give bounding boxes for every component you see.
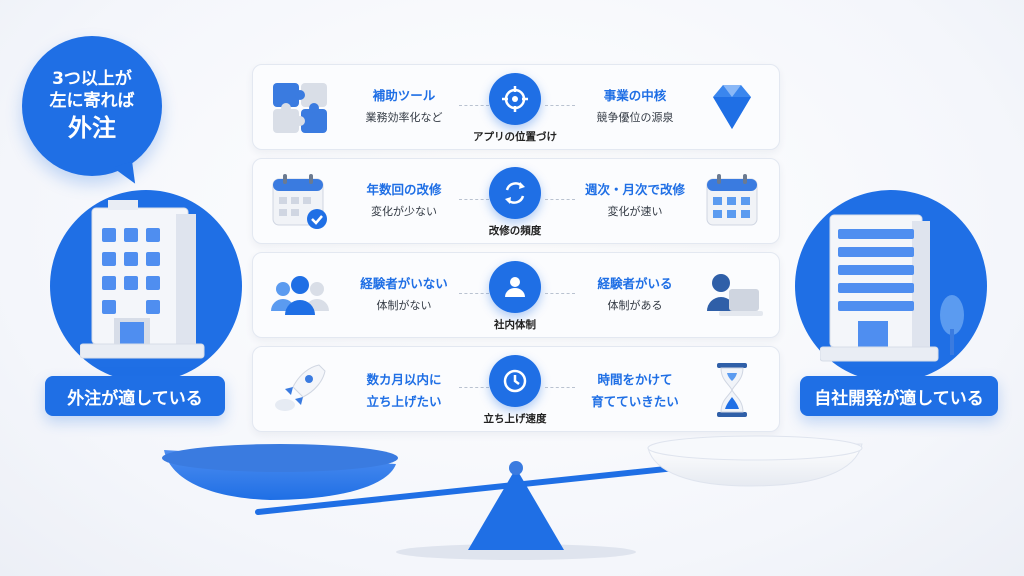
person-icon bbox=[489, 261, 541, 313]
organization-criterion-label: 社内体制 bbox=[494, 319, 536, 331]
rocket-icon bbox=[267, 359, 333, 421]
positioning-right-head: 事業の中核 bbox=[603, 88, 667, 103]
speed-left-sub: 立ち上げたい bbox=[366, 394, 442, 409]
connector-dash bbox=[545, 105, 575, 106]
calendar-icon bbox=[699, 171, 765, 233]
refresh-icon bbox=[489, 167, 541, 219]
person-laptop-icon bbox=[699, 265, 765, 327]
clock-icon bbox=[489, 355, 541, 407]
positioning-left-sub: 業務効率化など bbox=[365, 111, 443, 124]
target-icon bbox=[489, 73, 541, 125]
positioning-left-head: 補助ツール bbox=[372, 88, 436, 103]
bubble-line-2: 左に寄れば bbox=[49, 91, 135, 111]
connector-dash bbox=[459, 293, 489, 294]
frequency-right-head: 週次・月次で改修 bbox=[584, 182, 685, 197]
bubble-line-1: 3つ以上が bbox=[52, 69, 132, 89]
speed-criterion-label: 立ち上げ速度 bbox=[483, 413, 547, 425]
people-group-icon bbox=[267, 265, 333, 327]
puzzle-icon bbox=[267, 77, 333, 139]
diamond-icon bbox=[699, 77, 765, 139]
company-building-icon bbox=[820, 205, 970, 365]
criteria-row-organization: 経験者がいない 体制がない 社内体制 経験者がいる 体制がある bbox=[252, 252, 780, 338]
rule-speech-bubble: 3つ以上が 左に寄れば 外注 bbox=[22, 36, 162, 176]
frequency-right-sub: 変化が速い bbox=[607, 205, 663, 218]
inhouse-suitable-label: 自社開発が適している bbox=[800, 376, 998, 416]
frequency-left-head: 年数回の改修 bbox=[366, 182, 442, 197]
organization-left-head: 経験者がいない bbox=[360, 276, 448, 291]
office-building-icon bbox=[80, 200, 210, 360]
criteria-row-speed: 数カ月以内に 立ち上げたい 立ち上げ速度 時間をかけて 育てていきたい bbox=[252, 346, 780, 432]
bubble-line-3: 外注 bbox=[68, 114, 116, 142]
frequency-left-sub: 変化が少ない bbox=[371, 205, 437, 218]
frequency-criterion-label: 改修の頻度 bbox=[488, 225, 542, 237]
connector-dash bbox=[459, 199, 489, 200]
organization-left-sub: 体制がない bbox=[376, 299, 432, 312]
connector-dash bbox=[459, 387, 489, 388]
connector-dash bbox=[459, 105, 489, 106]
hourglass-icon bbox=[699, 359, 765, 421]
outsource-suitable-label: 外注が適している bbox=[45, 376, 225, 416]
organization-right-head: 経験者がいる bbox=[597, 276, 673, 291]
balance-scale bbox=[150, 420, 880, 570]
connector-dash bbox=[545, 199, 575, 200]
criteria-row-positioning: 補助ツール 業務効率化など アプリの位置づけ 事業の中核 競争優位の源泉 bbox=[252, 64, 780, 150]
criteria-row-frequency: 年数回の改修 変化が少ない 改修の頻度 週次・月次で改修 変化が速い bbox=[252, 158, 780, 244]
organization-right-sub: 体制がある bbox=[607, 299, 663, 312]
speed-left-head: 数カ月以内に bbox=[366, 372, 442, 387]
connector-dash bbox=[545, 387, 575, 388]
calendar-check-icon bbox=[267, 171, 333, 233]
positioning-criterion-label: アプリの位置づけ bbox=[473, 131, 557, 143]
speed-right-head: 時間をかけて bbox=[597, 372, 673, 387]
connector-dash bbox=[545, 293, 575, 294]
positioning-right-sub: 競争優位の源泉 bbox=[596, 111, 674, 124]
speed-right-sub: 育てていきたい bbox=[591, 394, 679, 409]
